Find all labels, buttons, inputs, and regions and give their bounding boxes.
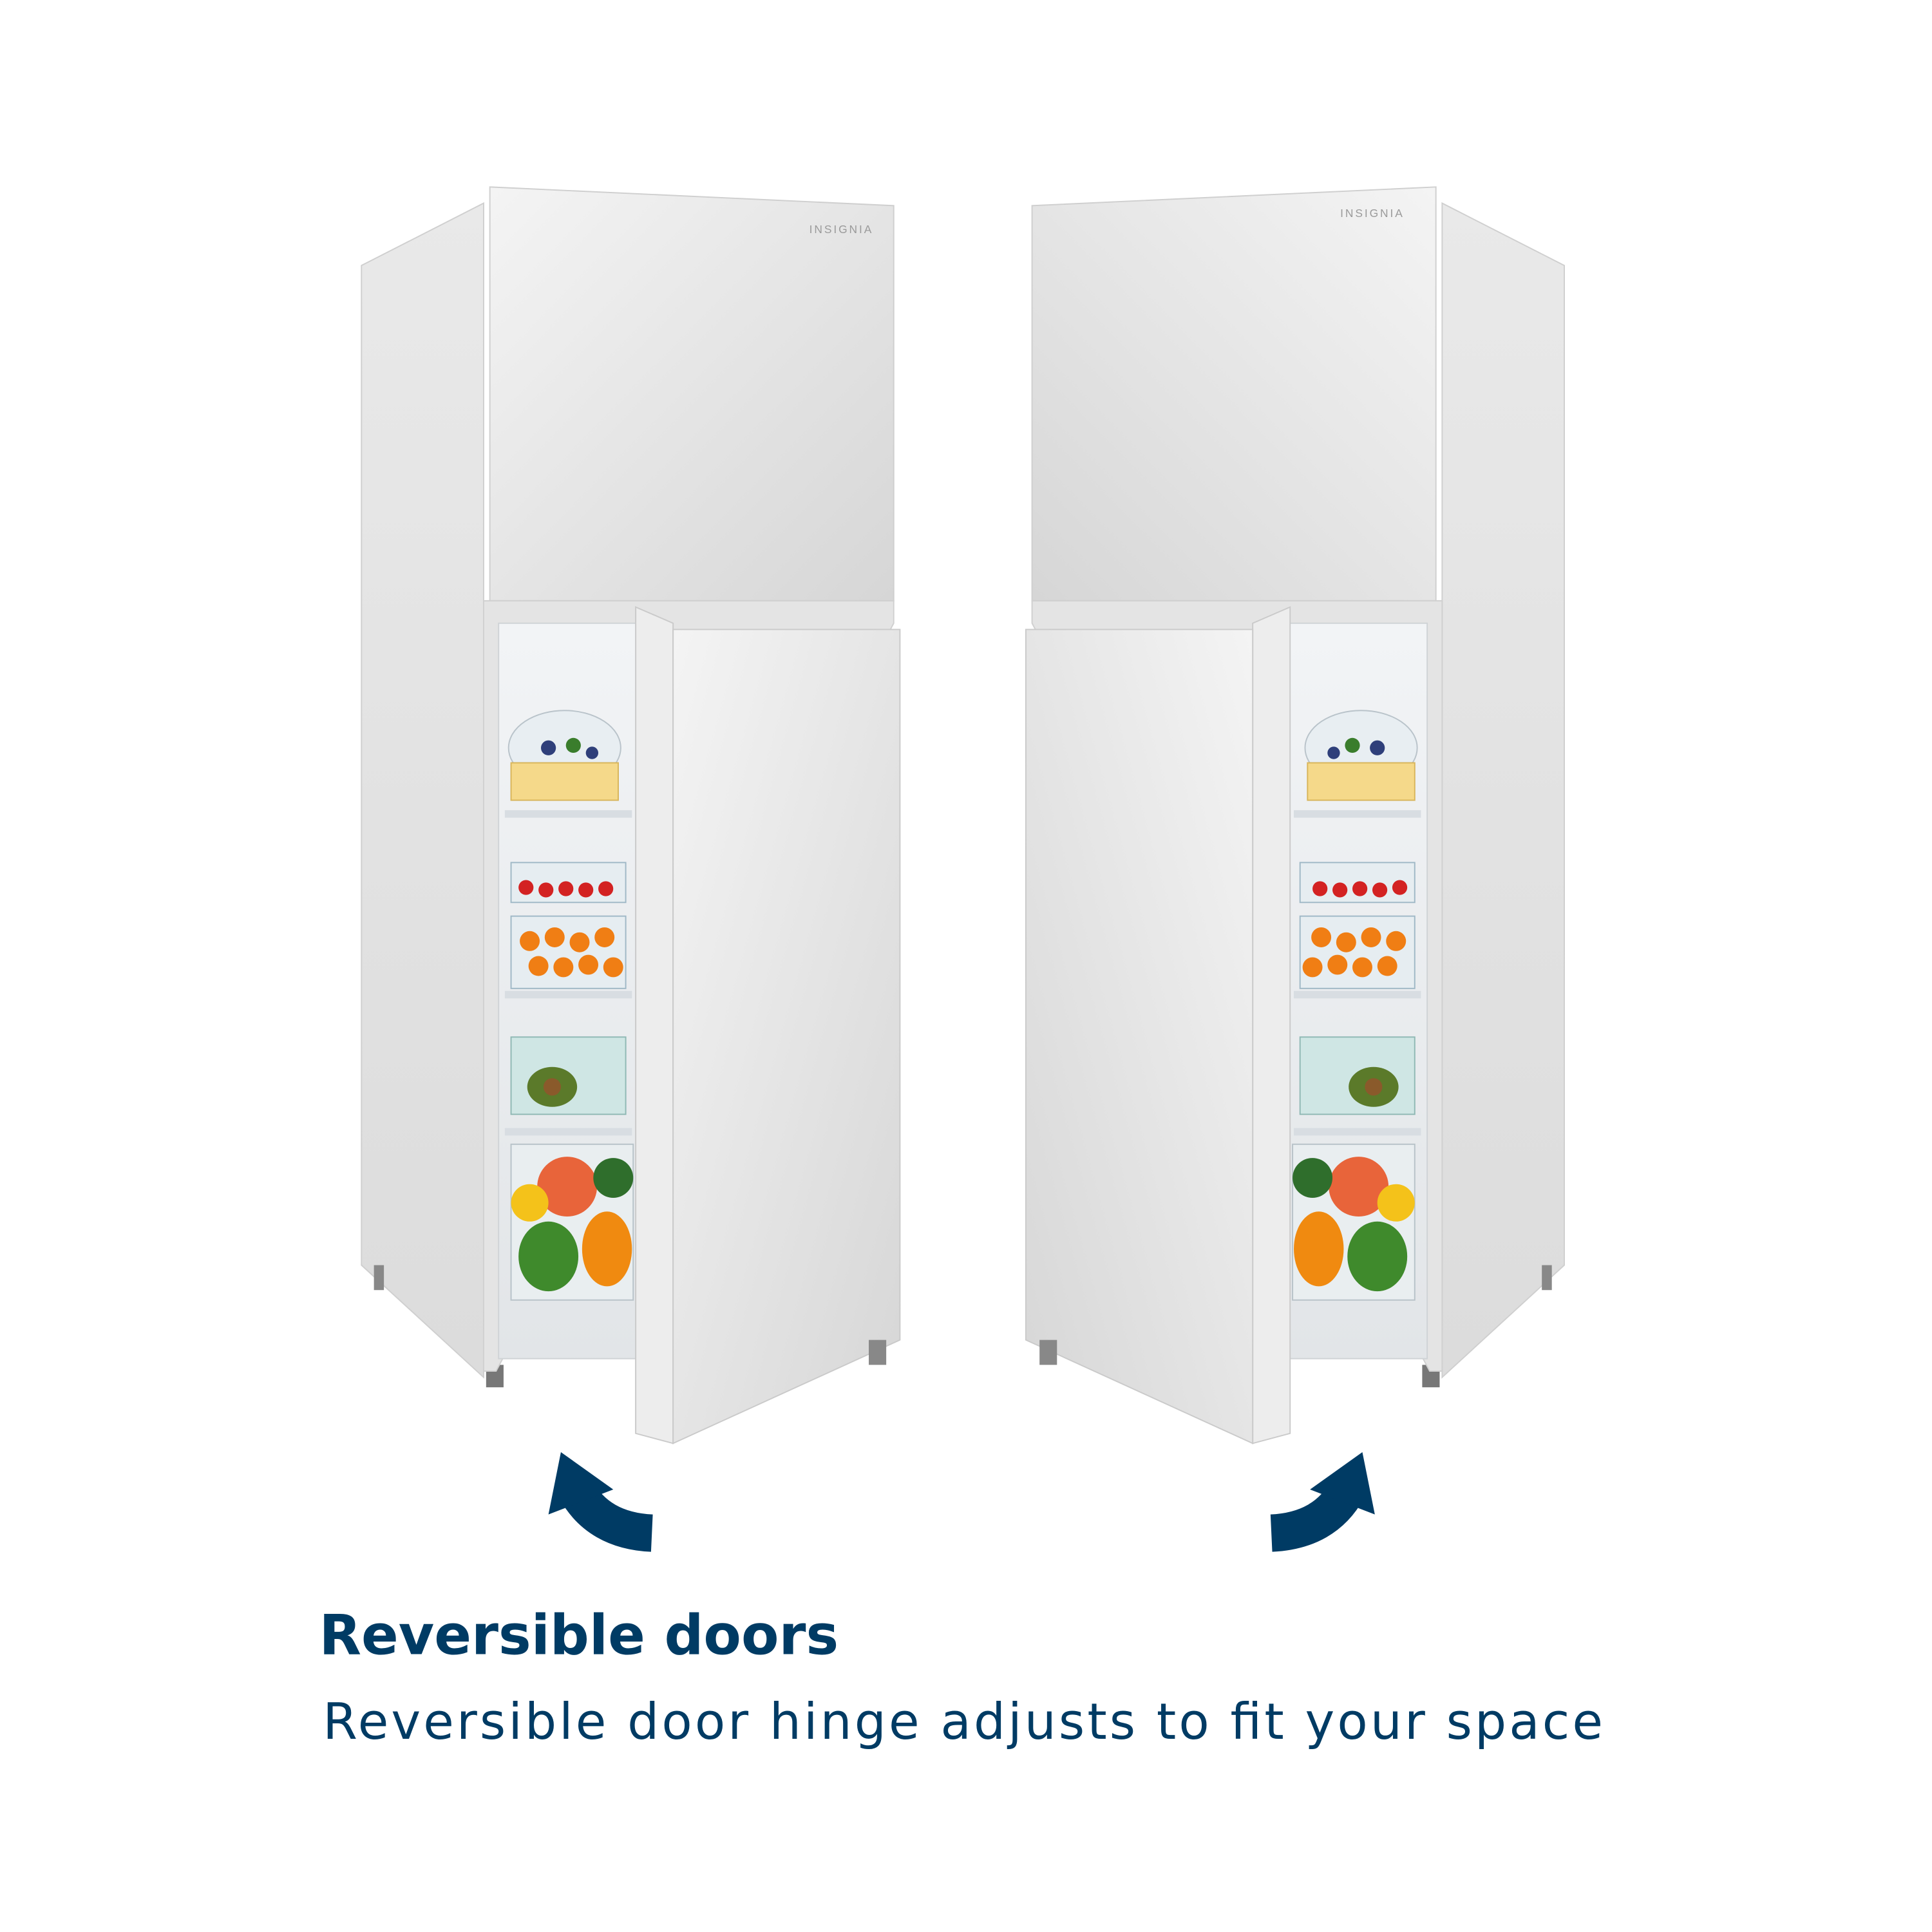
curved-arrow-clockwise-icon bbox=[1270, 1452, 1375, 1552]
curved-arrow-counterclockwise-icon bbox=[548, 1452, 654, 1552]
headline: Reversible doors bbox=[319, 1604, 838, 1667]
subheadline: Reversible door hinge adjusts to fit you… bbox=[323, 1693, 1603, 1751]
brand-logo-left: INSIGNIA bbox=[810, 223, 874, 236]
brand-logo-right: INSIGNIA bbox=[1340, 207, 1405, 220]
refrigerator-right-hinge bbox=[1025, 186, 1565, 1444]
refrigerator-left-hinge bbox=[361, 186, 901, 1444]
